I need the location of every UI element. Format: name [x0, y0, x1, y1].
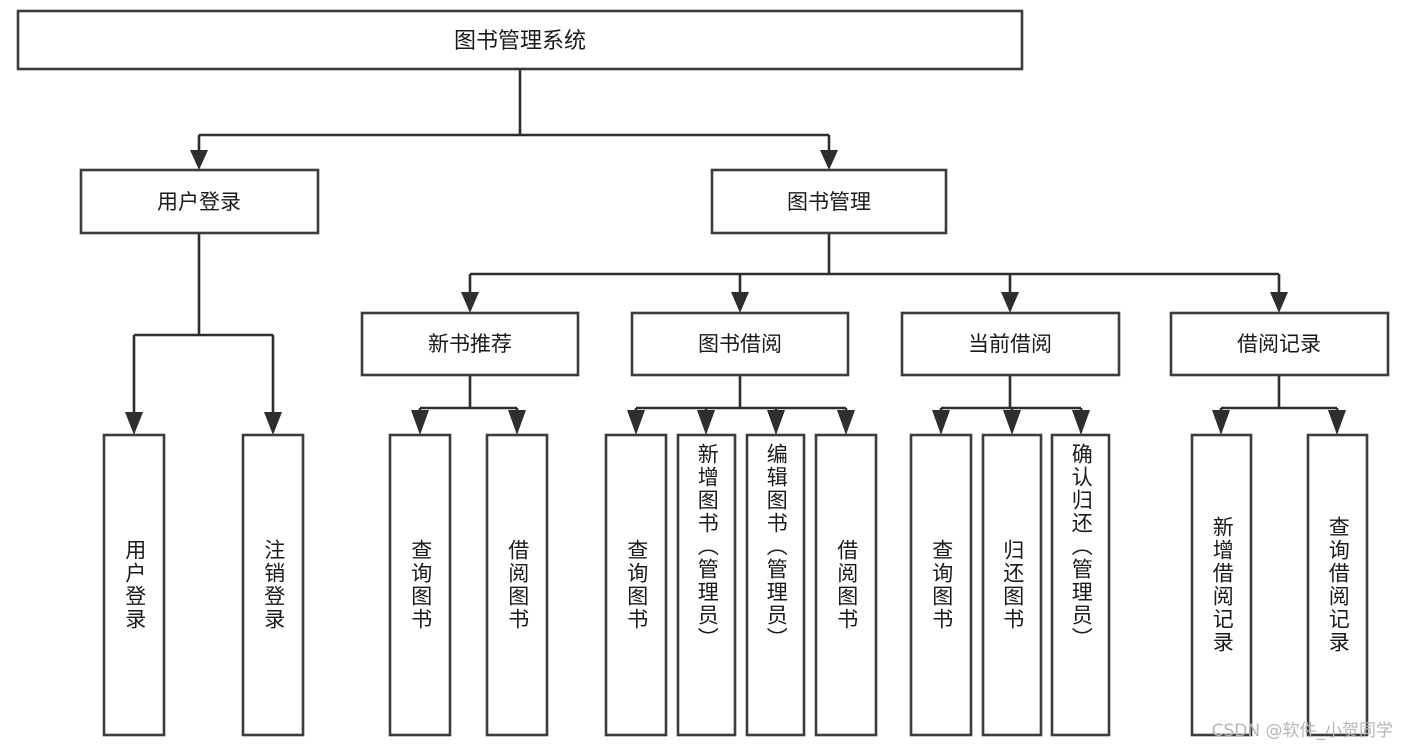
node-user-login-label: 用户登录 — [157, 190, 241, 214]
node-new-book-recommend-label: 新书推荐 — [428, 332, 512, 356]
arrow-head-leaf-borrow-book — [837, 410, 855, 435]
arrow-head-leaf-query-borrow-record — [1328, 410, 1346, 435]
arrow-head-leaf-borrow-book-new — [508, 410, 526, 435]
node-leaf-query-borrow-record-box[interactable] — [1306, 433, 1369, 737]
node-borrow-record-label: 借阅记录 — [1237, 332, 1321, 356]
node-leaf-query-book-current-box[interactable] — [909, 433, 973, 737]
arrow-head-leaf-edit-book-admin — [767, 410, 785, 435]
node-leaf-user-logout-box[interactable] — [241, 433, 305, 737]
node-leaf-user-login-box[interactable] — [102, 433, 166, 737]
arrow-head-book-manage — [820, 150, 838, 170]
node-current-borrow-label: 当前借阅 — [968, 332, 1052, 356]
node-leaf-query-book-borrow-box[interactable] — [604, 433, 668, 737]
node-borrow-record-box[interactable] — [1169, 311, 1390, 377]
arrow-head-new-book-recommend — [461, 292, 479, 313]
node-leaf-query-book-new-box[interactable] — [388, 433, 452, 737]
arrow-head-leaf-query-book-borrow — [627, 410, 645, 435]
csdn-watermark: CSDN @软件_小贺同学 — [1211, 721, 1393, 741]
node-new-book-recommend-box[interactable] — [360, 311, 580, 377]
node-leaf-confirm-return-admin-box[interactable] — [1050, 433, 1111, 737]
arrow-head-leaf-return-book — [1003, 410, 1021, 435]
node-leaf-return-book-box[interactable] — [981, 433, 1043, 737]
node-layer: 图书管理系统 用户登录 图书管理 新书推荐 图书借阅 当前借阅 借阅记录 — [16, 9, 1390, 737]
arrow-head-leaf-user-logout — [264, 412, 282, 435]
node-book-manage-box[interactable] — [710, 168, 948, 235]
node-user-login-box[interactable] — [79, 168, 320, 235]
arrow-head-book-borrow — [731, 292, 749, 313]
arrow-head-current-borrow — [1001, 292, 1019, 313]
node-leaf-borrow-book-box[interactable] — [814, 433, 878, 737]
arrow-head-borrow-record — [1270, 292, 1288, 313]
arrow-head-leaf-confirm-return-admin — [1072, 410, 1090, 435]
node-leaf-add-borrow-record-box[interactable] — [1190, 433, 1253, 737]
node-root-label: 图书管理系统 — [454, 29, 586, 54]
node-leaf-edit-book-admin-box[interactable] — [745, 433, 806, 737]
node-leaf-borrow-book-new-box[interactable] — [485, 433, 549, 737]
node-current-borrow-box[interactable] — [900, 311, 1121, 377]
node-leaf-add-book-admin-box[interactable] — [676, 433, 737, 737]
arrow-head-leaf-user-login — [125, 412, 143, 435]
arrow-head-leaf-add-book-admin — [697, 410, 715, 435]
node-root-box[interactable] — [16, 9, 1024, 71]
node-book-borrow-box[interactable] — [630, 311, 850, 377]
connector-layer — [125, 69, 1346, 435]
arrow-head-leaf-add-borrow-record — [1212, 410, 1230, 435]
arrow-head-user-login — [190, 150, 208, 170]
node-book-manage-label: 图书管理 — [787, 190, 871, 214]
arrow-head-leaf-query-book-current — [932, 410, 950, 435]
node-book-borrow-label: 图书借阅 — [698, 332, 782, 356]
arrow-head-leaf-query-book-new — [411, 410, 429, 435]
